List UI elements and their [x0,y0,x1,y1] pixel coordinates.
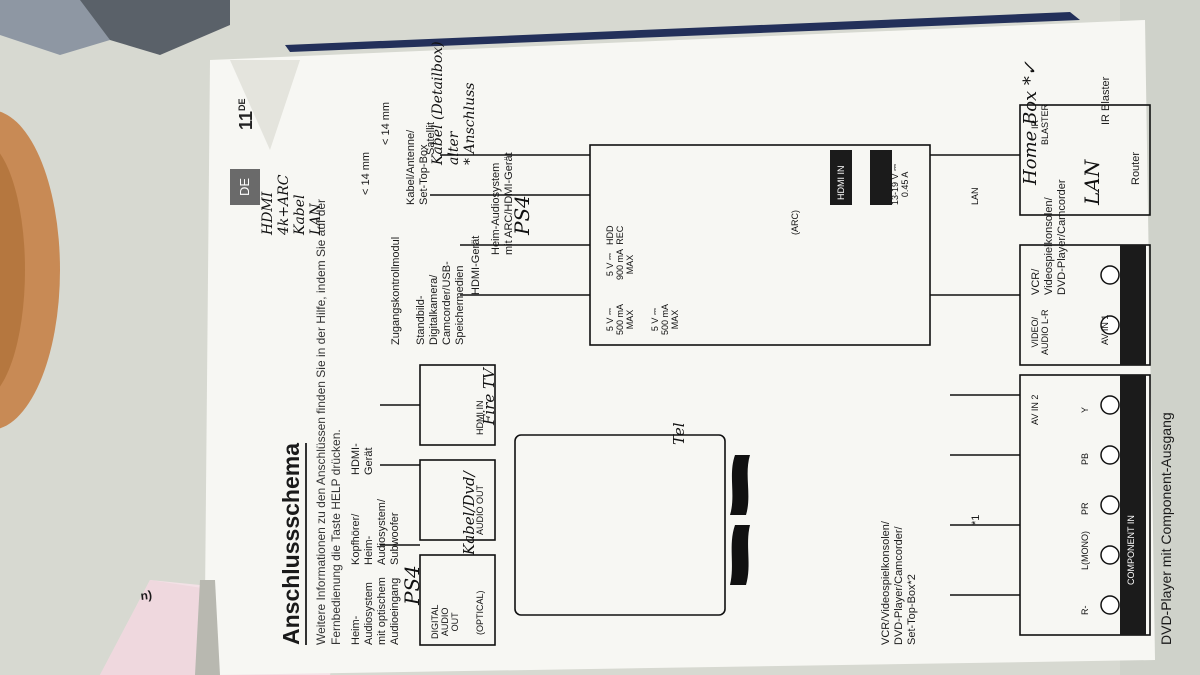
hand-fire-tv: Fire TV [480,368,498,425]
component-jack-l: L(MONO) [1080,531,1090,570]
lan-port-label: LAN [970,187,980,205]
digital-audio-out: DIGITAL AUDIO OUT [430,604,460,639]
manual-page [205,20,1155,675]
page-curl [230,60,300,150]
component-in-label: COMPONENT IN [1126,515,1136,585]
av-in2-label: AV IN 2 [1030,394,1040,425]
left-page-text: n) [140,581,238,675]
hand-home-box: Home Box *✓ [1020,61,1041,185]
hand-ps4-left: PS4 [400,565,424,605]
hand-kabel-dvd: Kabel/Dvd/ [460,471,478,555]
left-fragment: n) [139,587,153,603]
hand-kabel-detail: Kabel (Detailbox) alter * Anschluss [430,41,478,165]
usb-port-3: 5 V ⎓ 500 mA MAX [650,303,680,335]
component-jack-r: R- [1080,605,1090,616]
power-label: 13-19 V ⎓ 0.45 A [890,163,910,205]
label-vcr-top: VCR/ Videospielkonsolen/ DVD-Player/Camc… [1030,179,1068,295]
video-audio-label: VIDEO/ AUDIO L-R [1030,309,1050,355]
wiring-schematic [380,104,1151,646]
component-jack-y: Y [1080,406,1090,413]
diagram-frame: DE 11DE Anschlussschema Weitere Informat… [230,0,1174,675]
label-footnote-1: *1 [970,514,982,525]
diagram-page: DE 11DE Anschlussschema Weitere Informat… [230,41,1174,675]
usb-port-1: 5 V ⎓ 500 mA MAX [605,303,635,335]
label-lt14-a: < 14 mm [360,151,372,195]
optical-label: (OPTICAL) [475,590,485,635]
book-cover-edge [285,12,1080,52]
hdmi-in-label: HDMI IN [836,165,846,201]
device-stand [80,0,230,55]
hand-lan: LAN [1080,159,1104,205]
label-vcr-bottom: VCR/Videospielkonsolen/ DVD-Player/Camco… [880,521,918,645]
hand-tel: Tel [670,422,688,445]
hdd-rec-label: HDD REC [605,225,625,246]
label-router: Router [1130,151,1142,185]
label-lt14-b: < 14 mm [380,101,392,145]
label-dvd-component: DVD-Player mit Component-Ausgang [1158,412,1174,645]
label-ir-blaster: IR Blaster [1100,76,1112,125]
label-standbild: Standbild- Digitalkamera/ Camcorder/USB-… [415,261,466,345]
cloth [0,0,110,55]
hand-ps4-top: PS4 [510,195,534,235]
usb-port-2: 5 V ⎓ 900 mA MAX [605,248,635,280]
label-hdmi-geraet-top: HDMI-Gerät [470,235,482,295]
component-jack-pr: PR [1080,502,1090,515]
arc-label: (ARC) [790,210,800,235]
av-in1-label: AV IN 1 [1100,314,1110,345]
label-zugangskontroll: Zugangskontrollmodul [390,236,402,345]
hand-hdmi-list: HDMI 4k+ARC Kabel LAN [260,174,324,235]
component-jack-pb: PB [1080,452,1090,465]
